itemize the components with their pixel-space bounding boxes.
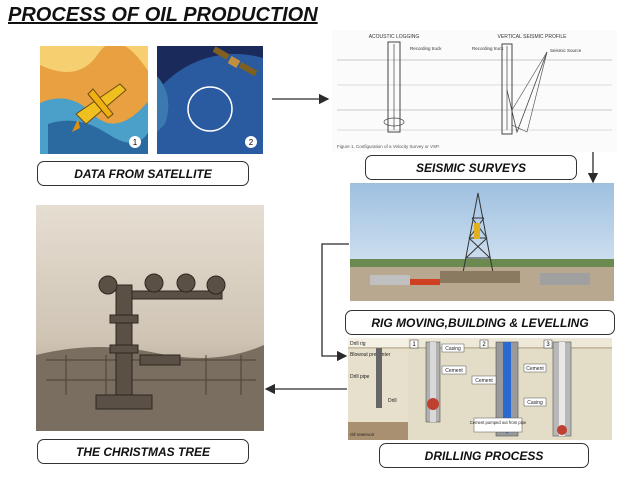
step-1-number: 1 bbox=[412, 342, 416, 348]
casing-label-2: Casing bbox=[527, 400, 543, 406]
acoustic-logging-label: ACOUSTIC LOGGING bbox=[369, 34, 420, 40]
derrick-tower bbox=[461, 192, 495, 279]
airplane-icon bbox=[72, 83, 127, 132]
page-title: PROCESS OF OIL PRODUCTION bbox=[8, 4, 318, 26]
target-ring bbox=[187, 86, 233, 132]
drill-bit-3 bbox=[557, 425, 567, 435]
step-3-number: 3 bbox=[546, 342, 550, 348]
satellite-image-2: 2 bbox=[155, 44, 265, 156]
cement-label-2: Cement bbox=[475, 378, 493, 384]
blowout-preventer-label: Blowout preventer bbox=[350, 352, 391, 358]
panel-number-2: 2 bbox=[249, 138, 254, 147]
oil-reservoir-label: Oil reservoir bbox=[350, 432, 375, 437]
left-recording-truck-label: Recording truck bbox=[410, 46, 442, 51]
label-rig-moving: RIG MOVING,BUILDING & LEVELLING bbox=[345, 310, 615, 335]
satellite-icon bbox=[212, 46, 258, 77]
drill-pipe-label: Drill pipe bbox=[350, 374, 370, 380]
drill-label: Drill bbox=[388, 398, 397, 404]
cement-pumped-label: Cement pumped out from pipe bbox=[470, 420, 527, 425]
drilling-figure: Drill rig Blowout preventer Drill pipe D… bbox=[348, 338, 612, 440]
label-drilling-process: DRILLING PROCESS bbox=[379, 443, 589, 468]
christmas-tree-photo bbox=[36, 205, 264, 431]
vsp-label: VERTICAL SEISMIC PROFILE bbox=[498, 34, 568, 40]
rig-photo bbox=[350, 183, 614, 301]
cement-label-3: Cement bbox=[526, 366, 544, 372]
label-data-from-satellite: DATA FROM SATELLITE bbox=[37, 161, 249, 186]
casing-label-1: Casing bbox=[445, 346, 461, 352]
arrow-rig-to-drilling bbox=[321, 243, 349, 362]
panel-number-1: 1 bbox=[133, 138, 138, 147]
right-recording-truck-label: Recording truck bbox=[472, 46, 504, 51]
wellhead-valves bbox=[95, 273, 226, 410]
seismic-figure: ACOUSTIC LOGGING Recording truck VERTICA… bbox=[332, 30, 617, 152]
cement-pipe bbox=[503, 342, 511, 422]
satellite-image-1: 1 bbox=[38, 44, 150, 156]
step-2-number: 2 bbox=[482, 342, 486, 348]
seismic-caption: Figure 1. Configuration of a Velocity Su… bbox=[337, 144, 440, 149]
derrick-block bbox=[474, 223, 480, 239]
drill-rig-label: Drill rig bbox=[350, 341, 366, 347]
label-seismic-surveys: SEISMIC SURVEYS bbox=[365, 155, 577, 180]
cement-label-1: Cement bbox=[445, 368, 463, 374]
seismic-source-label: Seismic Source bbox=[550, 48, 582, 53]
drill-bit-1 bbox=[427, 398, 439, 410]
label-christmas-tree: THE CHRISTMAS TREE bbox=[37, 439, 249, 464]
